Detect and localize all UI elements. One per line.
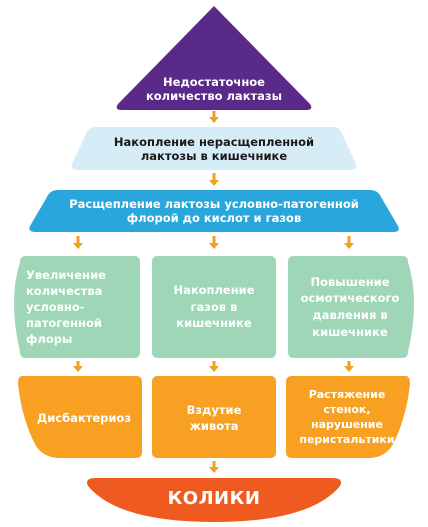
arrow-down-icon (209, 461, 219, 473)
flora-increase-box (14, 256, 140, 358)
osmotic-pressure-box (288, 256, 414, 358)
wall-stretch-label: Растяжение стенок, нарушение перистальти… (299, 388, 395, 446)
accumulation-band (71, 127, 357, 170)
arrow-down-icon (344, 236, 354, 249)
gas-accumulation-box (152, 256, 276, 358)
wall-stretch-box (286, 376, 410, 458)
flow-arrows (73, 111, 354, 473)
colic-base (87, 478, 341, 522)
arrow-down-icon (209, 236, 219, 249)
arrow-down-icon (73, 236, 83, 249)
arrow-down-icon (209, 173, 219, 186)
osmotic-pressure-label: Повышение осмотического давления в кишеч… (300, 274, 400, 339)
flora-increase-label: Увеличение количества условно-патогенной… (26, 267, 106, 347)
apex-triangle (116, 6, 312, 110)
bloating-box (152, 376, 276, 458)
colic-label: КОЛИКИ (167, 487, 261, 509)
arrow-down-icon (209, 111, 219, 123)
accumulation-label: Накопление нерасщепленной лактозы в кише… (113, 134, 315, 163)
dysbacteriosis-box (18, 376, 142, 458)
breakdown-band (29, 190, 399, 232)
dysbacteriosis-label: Дисбактериоз (36, 410, 132, 425)
apex-label: Недостаточное количество лактазы (145, 74, 283, 103)
arrow-down-icon (344, 361, 354, 372)
arrow-down-icon (209, 361, 219, 372)
breakdown-label: Расщепление лактозы условно-патогенной ф… (69, 196, 359, 225)
bloating-label: Вздутие живота (186, 402, 242, 433)
arrow-down-icon (73, 361, 83, 372)
gas-accumulation-label: Накопление газов в кишечнике (173, 282, 255, 331)
